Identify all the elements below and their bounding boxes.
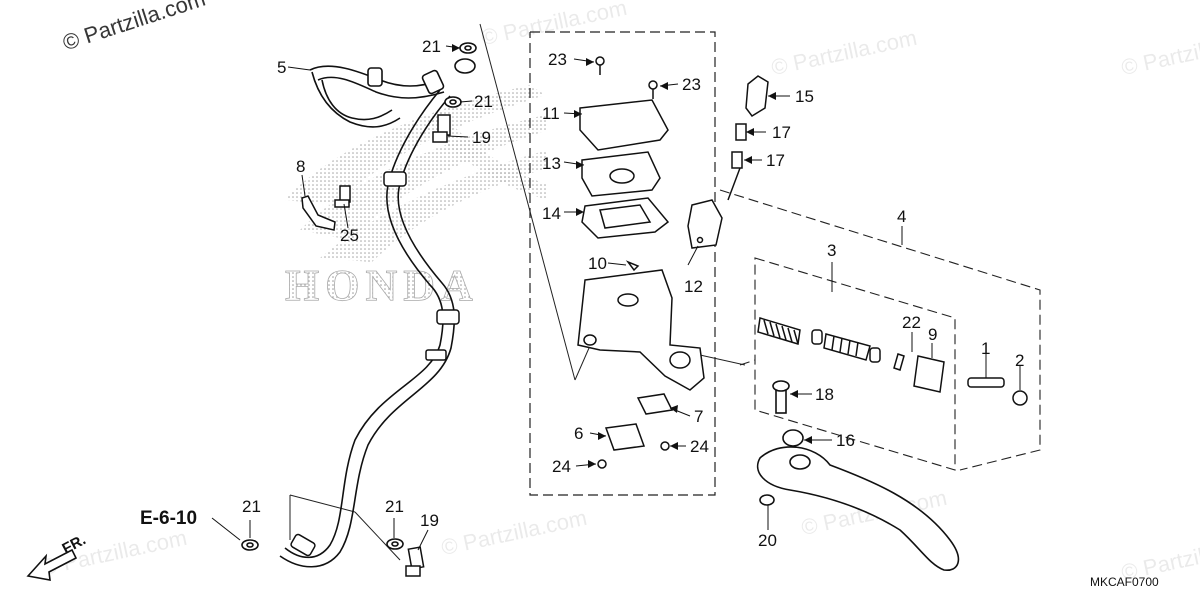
callout-10: 10 <box>588 254 607 273</box>
leader-arrowheads <box>452 44 812 468</box>
callout-20: 20 <box>758 531 777 550</box>
callout-17: 17 <box>772 123 791 142</box>
callout-3: 3 <box>827 241 837 260</box>
master-cylinder-parts <box>577 56 723 469</box>
callout-21: 21 <box>422 37 441 56</box>
callout-21: 21 <box>385 497 404 516</box>
honda-wing-logo <box>285 85 548 262</box>
callout-8: 8 <box>296 157 306 176</box>
callout-14: 14 <box>542 204 561 223</box>
hose-bracket-8 <box>301 185 351 231</box>
callout-16: 16 <box>836 431 855 450</box>
callout-25: 25 <box>340 226 359 245</box>
callout-13: 13 <box>542 154 561 173</box>
callout-23: 23 <box>548 50 567 69</box>
front-direction-arrow <box>26 548 78 581</box>
callout-19: 19 <box>420 511 439 530</box>
callout-2: 2 <box>1015 351 1025 370</box>
switch-bracket-15 <box>727 75 769 201</box>
callout-23: 23 <box>682 75 701 94</box>
callout-15: 15 <box>795 87 814 106</box>
callout-9: 9 <box>928 325 938 344</box>
callout-1: 1 <box>981 339 991 358</box>
piston-set-3 <box>757 317 1028 406</box>
callout-22: 22 <box>902 313 921 332</box>
callout-12: 12 <box>684 277 703 296</box>
callout-19: 19 <box>472 128 491 147</box>
upper-hose-5 <box>309 58 476 128</box>
callout-4: 4 <box>897 207 907 226</box>
callout-11: 11 <box>542 104 560 123</box>
diagram-code: MKCAF0700 <box>1090 575 1159 589</box>
honda-logo-text: HONDA <box>285 261 479 310</box>
callout-6: 6 <box>574 424 584 443</box>
callout-5: 5 <box>277 58 287 77</box>
callout-24: 24 <box>552 457 571 476</box>
callout-21: 21 <box>242 497 261 516</box>
section-reference: E-6-10 <box>140 508 198 529</box>
callout-7: 7 <box>694 407 704 426</box>
callout-18: 18 <box>815 385 834 404</box>
sealing-washers <box>241 42 775 551</box>
banjo-bolts <box>405 114 451 577</box>
callout-24: 24 <box>690 437 709 456</box>
clutch-lever-16 <box>756 380 960 571</box>
callout-21: 21 <box>474 92 493 111</box>
callout-17: 17 <box>766 151 785 170</box>
